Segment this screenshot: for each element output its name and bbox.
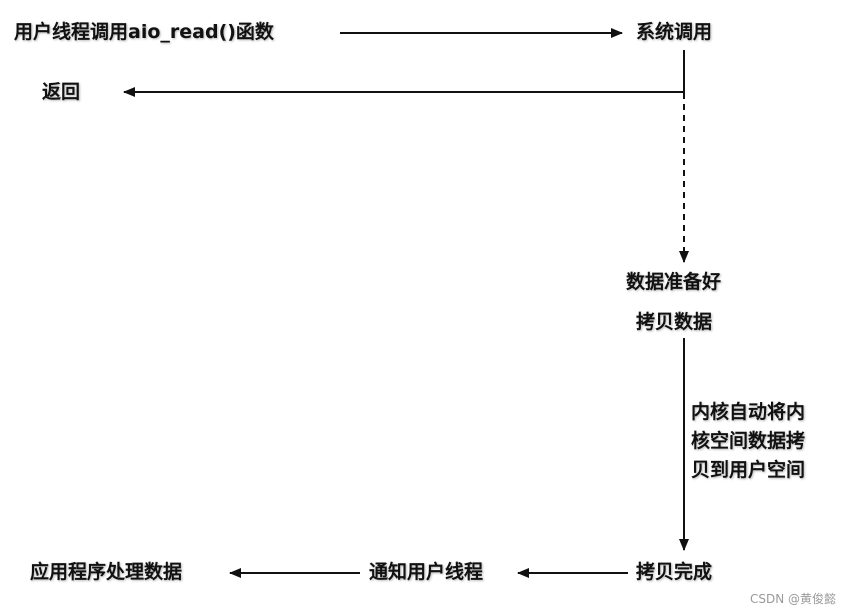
note-copy-line-1: 内核自动将内: [691, 401, 806, 423]
node-call-aio-read: 用户线程调用aio_read()函数: [14, 21, 274, 43]
node-copy-done: 拷贝完成: [636, 561, 713, 583]
node-return: 返回: [42, 81, 81, 103]
node-data-ready: 数据准备好: [626, 271, 722, 293]
node-system-call: 系统调用: [636, 21, 713, 43]
node-copy-data: 拷贝数据: [636, 311, 713, 333]
arrow-syscall-to-return: [123, 50, 685, 97]
note-copy-line-2: 核空间数据拷: [691, 430, 806, 452]
node-process-data: 应用程序处理数据: [30, 561, 183, 583]
note-copy-line-3: 贝到用户空间: [691, 459, 806, 481]
node-notify-user-thread: 通知用户线程: [369, 561, 484, 583]
watermark: CSDN @黄俊懿: [750, 592, 837, 606]
